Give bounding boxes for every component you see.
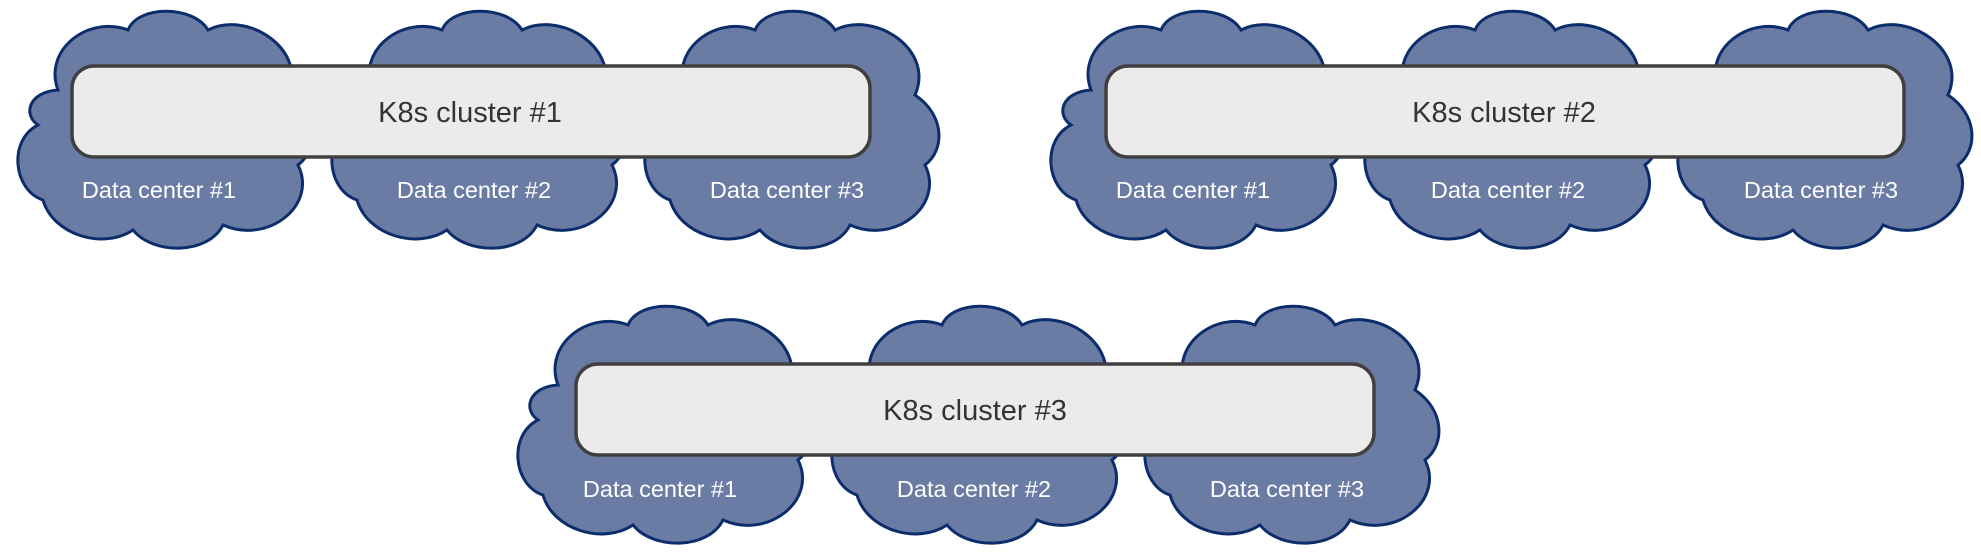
k8s-cluster-label: K8s cluster #1 — [378, 97, 562, 129]
k8s-cluster-box[interactable] — [70, 64, 872, 159]
cluster-group-1: K8s cluster #1 Data center #1 Data cente… — [16, 9, 941, 250]
k8s-cluster-box[interactable] — [574, 362, 1376, 457]
data-center-label: Data center #2 — [397, 177, 551, 203]
data-center-label: Data center #1 — [82, 177, 236, 203]
k8s-cluster-label: K8s cluster #2 — [1412, 97, 1596, 129]
k8s-cluster-label: K8s cluster #3 — [883, 395, 1067, 427]
data-center-label: Data center #3 — [710, 177, 864, 203]
data-center-label: Data center #2 — [897, 476, 1051, 502]
k8s-cluster-box[interactable] — [1104, 64, 1906, 159]
data-center-label: Data center #2 — [1431, 177, 1585, 203]
cluster-group-2: K8s cluster #2 Data center #1 Data cente… — [1049, 9, 1974, 250]
data-center-label: Data center #3 — [1210, 476, 1364, 502]
cluster-group-3: K8s cluster #3 Data center #1 Data cente… — [516, 304, 1441, 545]
data-center-label: Data center #1 — [583, 476, 737, 502]
data-center-label: Data center #3 — [1744, 177, 1898, 203]
data-center-label: Data center #1 — [1116, 177, 1270, 203]
